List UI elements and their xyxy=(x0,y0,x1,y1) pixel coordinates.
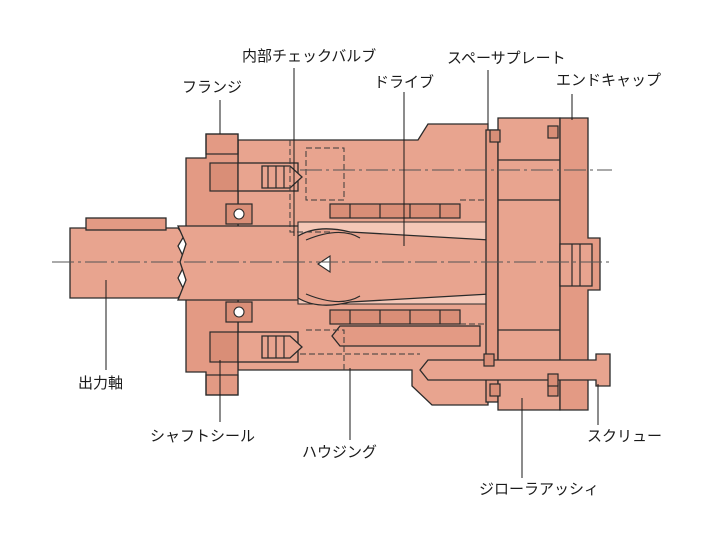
label-drive: ドライブ xyxy=(374,73,434,91)
label-end-cap: エンドキャップ xyxy=(556,71,661,89)
label-flange: フランジ xyxy=(182,78,242,96)
output-shaft xyxy=(69,227,187,299)
label-gerotor-assembly: ジローラアッシィ xyxy=(479,480,599,498)
label-internal-check-valve: 内部チェックバルブ xyxy=(242,47,376,65)
shaft-key xyxy=(85,217,167,231)
label-housing: ハウジング xyxy=(302,443,377,461)
part-labels: 内部チェックバルブ スペーサプレート フランジ ドライブ エンドキャップ 出力軸… xyxy=(78,47,662,498)
label-screw: スクリュー xyxy=(587,427,662,445)
leader-lines xyxy=(105,68,599,478)
through-screw xyxy=(419,353,611,387)
label-shaft-seal: シャフトシール xyxy=(150,427,255,445)
label-output-shaft: 出力軸 xyxy=(78,374,123,392)
label-spacer-plate: スペーサプレート xyxy=(447,49,566,67)
motor-body xyxy=(52,117,612,411)
